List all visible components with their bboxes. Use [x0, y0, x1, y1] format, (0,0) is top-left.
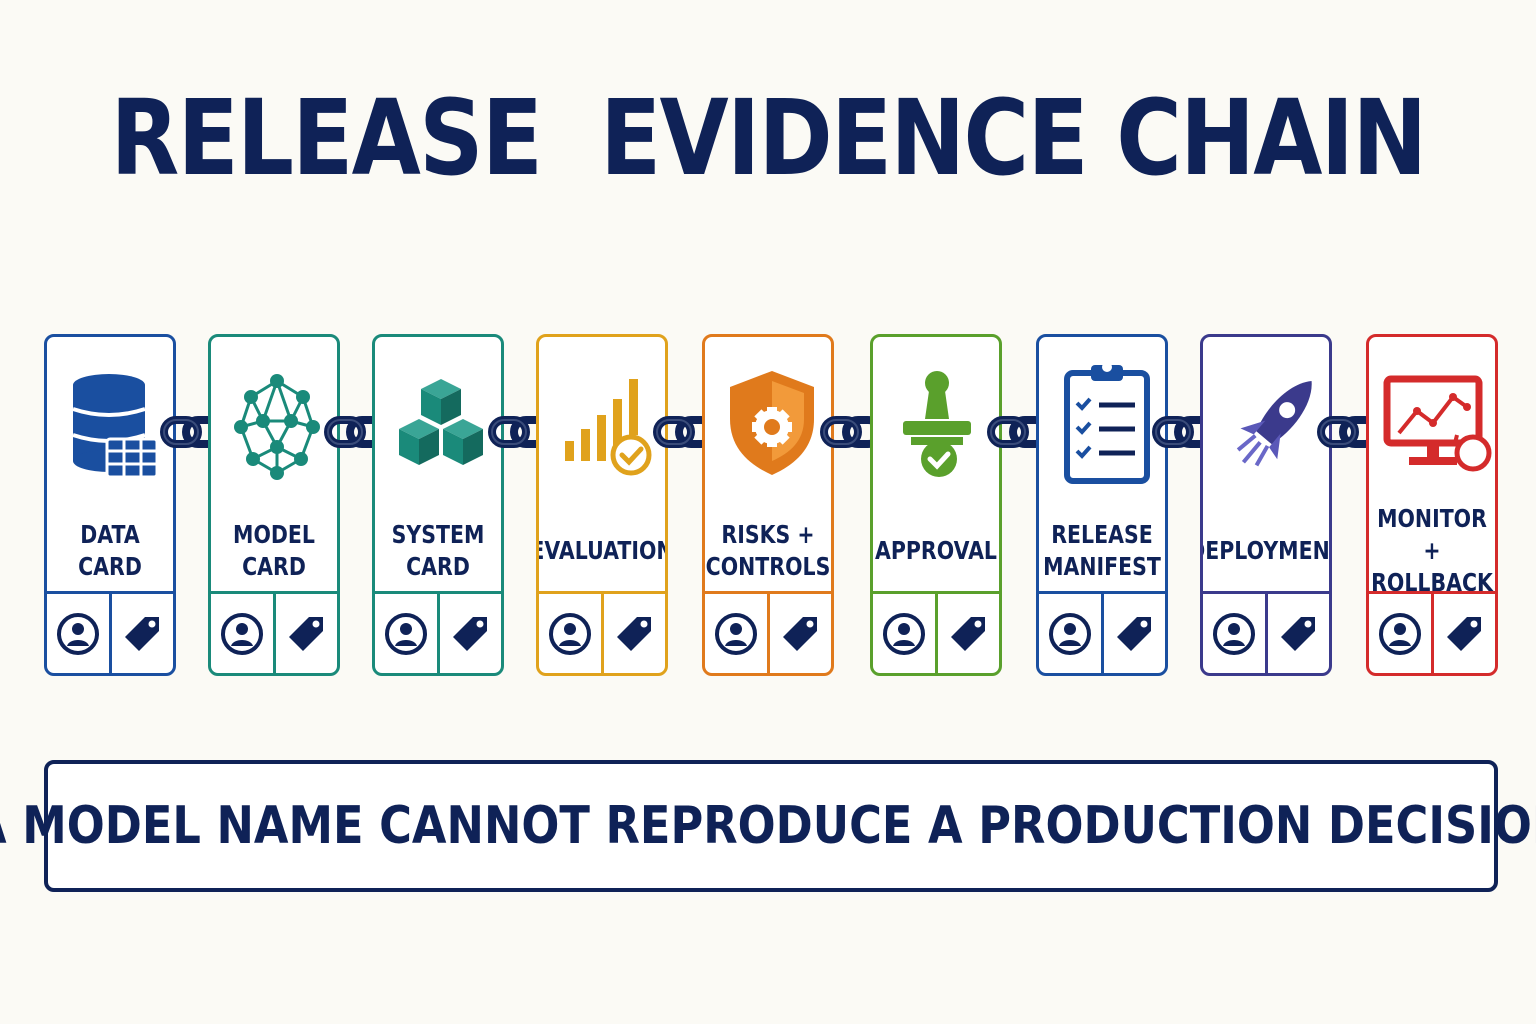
- person-icon: [1203, 594, 1265, 673]
- page-title: RELEASE EVIDENCE CHAIN: [110, 77, 1427, 199]
- stage-footer: [1039, 591, 1165, 673]
- neural-network-icon: [211, 337, 337, 497]
- tag-icon: [600, 594, 666, 673]
- tag-icon: [108, 594, 174, 673]
- stage-card: DATA CARD: [44, 334, 176, 676]
- tag-icon: [272, 594, 338, 673]
- shield-gear-icon: [705, 337, 831, 497]
- stage-footer: [375, 591, 501, 673]
- person-icon: [1039, 594, 1101, 673]
- stage-label: APPROVAL: [875, 536, 998, 565]
- stage-card: RISKS + CONTROLS: [702, 334, 834, 676]
- stage-card: MODEL CARD: [208, 334, 340, 676]
- stage-label: MODEL CARD: [233, 520, 315, 581]
- bar-chart-check-icon: [539, 337, 665, 497]
- monitor-chart-rollback-icon: [1369, 337, 1495, 497]
- stage-card: APPROVAL: [870, 334, 1002, 676]
- tag-icon: [436, 594, 502, 673]
- stage-label: MONITOR + ROLLBACK: [1371, 504, 1493, 597]
- tag-icon: [1264, 594, 1330, 673]
- stage-card: EVALUATION: [536, 334, 668, 676]
- person-icon: [539, 594, 601, 673]
- banner-text: A MODEL NAME CANNOT REPRODUCE A PRODUCTI…: [0, 796, 1536, 856]
- person-icon: [705, 594, 767, 673]
- stage-label: RELEASE MANIFEST: [1043, 520, 1161, 581]
- person-icon: [1369, 594, 1431, 673]
- stage-card: MONITOR + ROLLBACK: [1366, 334, 1498, 676]
- stage-footer: [47, 591, 173, 673]
- stage-footer: [873, 591, 999, 673]
- database-table-icon: [47, 337, 173, 497]
- person-icon: [375, 594, 437, 673]
- tag-icon: [766, 594, 832, 673]
- stage-label: EVALUATION: [536, 536, 668, 565]
- stage-footer: [1369, 591, 1495, 673]
- stage-label: DEPLOYMENT: [1203, 536, 1330, 565]
- stage-label: SYSTEM CARD: [391, 520, 485, 581]
- message-banner: A MODEL NAME CANNOT REPRODUCE A PRODUCTI…: [0, 760, 1536, 892]
- stage-footer: [705, 591, 831, 673]
- stage-card: SYSTEM CARD: [372, 334, 504, 676]
- tag-icon: [934, 594, 1000, 673]
- stage-card: RELEASE MANIFEST: [1036, 334, 1168, 676]
- rocket-icon: [1203, 337, 1329, 497]
- stage-label: RISKS + CONTROLS: [705, 520, 831, 581]
- stage-footer: [211, 591, 337, 673]
- tag-icon: [1430, 594, 1496, 673]
- person-icon: [211, 594, 273, 673]
- stage-footer: [539, 591, 665, 673]
- person-icon: [47, 594, 109, 673]
- stamp-check-icon: [873, 337, 999, 497]
- stage-label: DATA CARD: [78, 520, 142, 581]
- clipboard-checklist-icon: [1039, 337, 1165, 497]
- tag-icon: [1100, 594, 1166, 673]
- person-icon: [873, 594, 935, 673]
- cubes-icon: [375, 337, 501, 497]
- stage-card: DEPLOYMENT: [1200, 334, 1332, 676]
- stage-footer: [1203, 591, 1329, 673]
